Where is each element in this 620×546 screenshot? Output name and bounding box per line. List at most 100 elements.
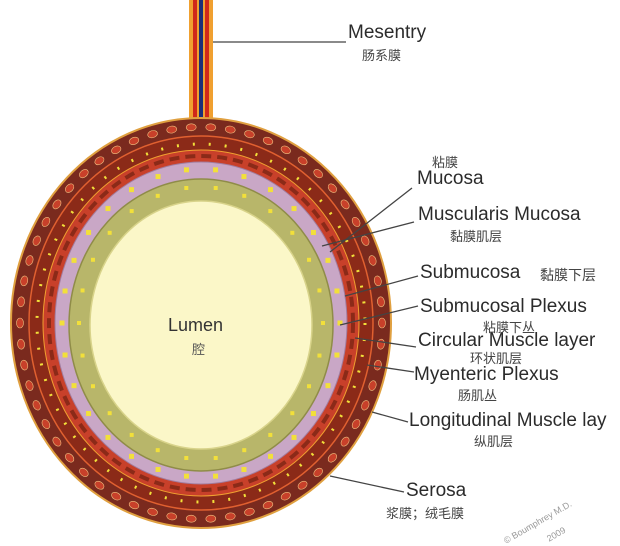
mucosa-node <box>290 411 295 416</box>
submucosal-node <box>291 434 297 440</box>
submucosal-node <box>310 229 316 235</box>
serosa-cell <box>297 156 308 166</box>
serosa-cell <box>262 501 274 510</box>
serosa-cell <box>25 255 34 266</box>
submucosal-node <box>129 453 134 459</box>
submucosal-node <box>105 434 111 440</box>
submucosal-node <box>155 466 161 472</box>
submucosal-node <box>268 187 273 193</box>
mucosa-node <box>213 185 218 190</box>
label-submucosal-plexus: Submucosal Plexus <box>420 296 587 317</box>
serosa-cell <box>225 125 236 134</box>
mucosa-node <box>184 185 189 190</box>
serosa-cell <box>340 199 350 210</box>
serosa-cell <box>205 514 217 523</box>
serosa-cell <box>111 491 122 501</box>
serosa-cell <box>378 317 386 329</box>
serosa-cell <box>147 507 158 516</box>
serosa-cell <box>185 514 197 523</box>
label-submucosa: Submucosa <box>420 262 521 283</box>
mucosa-node <box>80 288 85 293</box>
label-longitudinal-muscle-zh: 纵肌层 <box>474 435 514 450</box>
leader-lines <box>213 41 419 493</box>
mucosa-node <box>268 209 273 214</box>
label-myenteric-plexus-zh: 肠肌丛 <box>458 389 498 404</box>
serosa-cell <box>368 380 377 391</box>
serosa-cell <box>351 419 361 429</box>
leader-myenteric-plexus <box>366 364 415 373</box>
label-muscularis-mucosa: Muscularis Mucosa <box>418 204 581 225</box>
mucosa-node <box>307 384 312 389</box>
serosa-cell <box>185 123 197 132</box>
mucosa-node <box>129 432 134 437</box>
submucosal-node <box>62 352 68 358</box>
serosa-cell <box>280 491 291 501</box>
serosa-cell <box>244 130 255 139</box>
serosa-cell <box>351 217 361 227</box>
submucosal-node <box>241 174 247 180</box>
label-myenteric-plexus: Myenteric Plexus <box>414 364 559 385</box>
serosa-cell <box>327 183 337 193</box>
serosa-cell <box>32 235 41 246</box>
label-circular-muscle-zh: 环状肌层 <box>470 352 523 367</box>
serosa-cell <box>377 296 385 308</box>
submucosal-node <box>334 288 340 294</box>
serosa-cell <box>262 136 274 145</box>
mucosa-node <box>268 432 273 437</box>
mucosa-node <box>155 448 160 453</box>
submucosal-node <box>310 411 316 417</box>
leader-muscularis-mucosa <box>321 221 415 247</box>
mucosa-node <box>242 193 247 198</box>
serosa-cell <box>128 501 140 510</box>
serosa-cell <box>41 419 51 429</box>
label-longitudinal-muscle: Longitudinal Muscle lay <box>409 410 607 431</box>
submucosal-node <box>291 206 297 212</box>
submucosal-node <box>155 174 161 180</box>
lumen-area <box>89 200 313 450</box>
serosa-cell <box>25 380 34 391</box>
serosa-cell <box>79 467 89 477</box>
submucosal-node <box>71 257 77 263</box>
leader-submucosal-plexus <box>339 305 419 326</box>
label-mesentery-zh: 肠系膜 <box>362 49 402 64</box>
serosa-cell <box>147 130 158 139</box>
serosa-cell <box>205 123 217 132</box>
submucosal-node <box>86 411 92 417</box>
serosa-cell <box>65 453 75 463</box>
mucosa-node <box>107 230 112 235</box>
mucosa-node <box>321 321 325 325</box>
label-serosa-zh: 浆膜；绒毛膜 <box>386 507 465 522</box>
serosa-cell <box>20 275 29 287</box>
serosa-cell <box>20 359 29 371</box>
mucosa-node <box>107 411 112 416</box>
mesentery-vessel <box>189 0 213 118</box>
mucosa-node <box>307 257 312 262</box>
mucosa-nodes <box>77 185 325 461</box>
serosa-cell <box>313 169 323 179</box>
circular-muscle-stripes <box>47 154 355 492</box>
leader-serosa <box>329 475 405 493</box>
serosa-cell <box>280 145 291 155</box>
leader-submucosa <box>344 275 419 297</box>
submucosal-node <box>268 453 273 459</box>
submucosal-node <box>241 466 247 472</box>
submucosal-node <box>183 167 189 173</box>
serosa-cell <box>41 217 51 227</box>
mucosa-node <box>317 288 322 293</box>
serosa-cell <box>327 453 337 463</box>
submucosal-node <box>105 206 111 212</box>
serosa-cell <box>111 145 122 155</box>
submucosal-node <box>213 473 219 479</box>
mucosa-node <box>80 353 85 358</box>
mucosa-node <box>129 209 134 214</box>
label-serosa: Serosa <box>406 480 467 501</box>
submucosal-node <box>86 229 92 235</box>
mucosa-node <box>184 456 189 461</box>
submucosal-node <box>62 288 68 294</box>
mucosa-node <box>317 353 322 358</box>
label-submucosa-zh: 黏膜下层 <box>540 268 596 284</box>
serosa-cell <box>361 235 370 246</box>
serosa-cell <box>94 480 105 490</box>
serosa-cell <box>128 136 140 145</box>
